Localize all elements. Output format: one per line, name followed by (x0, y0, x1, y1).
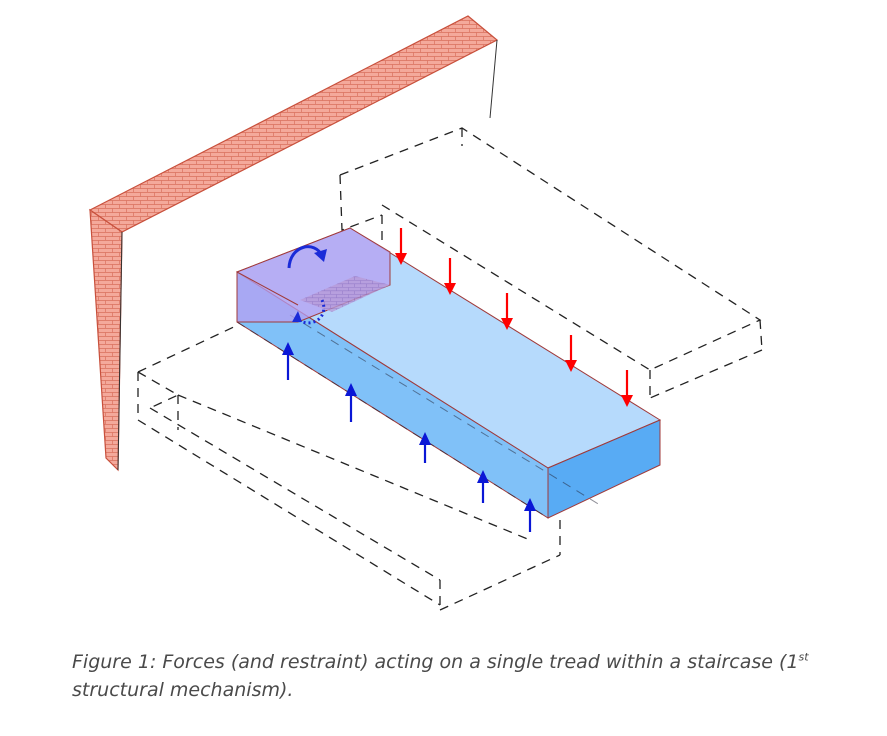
adjacent-treads-outline (137, 127, 763, 611)
upward-force-arrow (524, 498, 536, 532)
downward-force-arrow (621, 370, 633, 407)
caption-text: Figure 1: Forces (and restraint) acting … (72, 651, 799, 673)
downward-force-arrow (395, 228, 407, 265)
downward-force-arrow (565, 335, 577, 372)
caption-superscript: st (798, 650, 809, 664)
rotation-arrow-icon (287, 245, 327, 269)
downward-force-arrow (501, 293, 513, 330)
downward-forces (395, 228, 633, 407)
upward-force-arrow (419, 432, 431, 463)
figure-caption: Figure 1: Forces (and restraint) acting … (72, 648, 852, 704)
upward-force-arrow (282, 342, 294, 380)
staircase-tread-diagram (88, 15, 763, 611)
upward-force-arrow (345, 383, 357, 422)
upward-force-arrow (477, 470, 489, 503)
upward-forces (282, 342, 536, 532)
caption-text-continued: structural mechanism). (72, 679, 294, 701)
restraint-rotation-icon (292, 299, 326, 325)
restraint-zone (236, 227, 391, 323)
downward-force-arrow (444, 258, 456, 295)
brick-wall (88, 15, 499, 472)
